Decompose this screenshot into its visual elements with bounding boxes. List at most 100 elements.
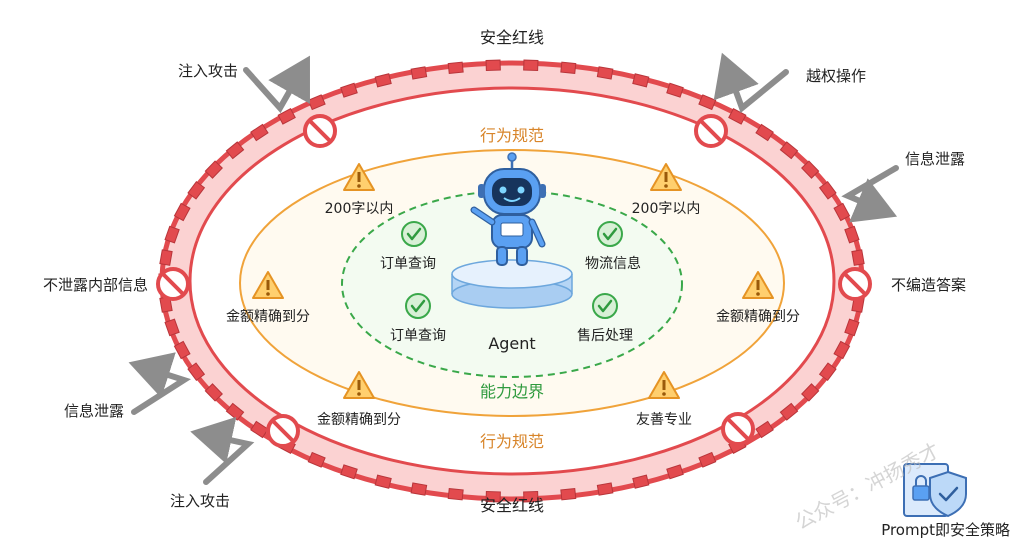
bounce-arrow-icon bbox=[243, 55, 310, 114]
wall-crenel bbox=[851, 249, 865, 266]
wall-crenel bbox=[801, 383, 820, 402]
wall-crenel bbox=[560, 61, 577, 75]
capability-label: 能力边界 bbox=[480, 382, 544, 401]
behavior-rule: 金额精确到分 bbox=[716, 309, 800, 325]
wall-crenel bbox=[410, 482, 428, 496]
wall-crenel bbox=[374, 474, 392, 489]
wall-crenel bbox=[698, 451, 717, 468]
bounce-arrow-icon bbox=[841, 165, 899, 223]
wall-crenel bbox=[340, 82, 358, 98]
check-icon bbox=[401, 221, 427, 247]
wall-crenel bbox=[447, 487, 464, 501]
wall-crenel bbox=[340, 464, 358, 480]
bounce-arrow-icon bbox=[128, 352, 192, 415]
footer-caption: Prompt即安全策略 bbox=[881, 521, 1010, 539]
attack-label: 信息泄露 bbox=[64, 402, 124, 420]
wall-crenel bbox=[523, 59, 539, 72]
wall-crenel bbox=[844, 225, 860, 244]
wall-crenel bbox=[187, 362, 206, 382]
wall-crenel bbox=[844, 318, 860, 337]
wall-crenel bbox=[755, 123, 774, 142]
wall-crenel bbox=[818, 362, 837, 382]
wall-crenel bbox=[779, 141, 799, 160]
wall-crenel bbox=[173, 202, 191, 222]
wall-crenel bbox=[728, 108, 747, 125]
capability-skill: 售后处理 bbox=[577, 328, 633, 344]
capability-skill: 物流信息 bbox=[585, 255, 641, 272]
wall-crenel bbox=[485, 59, 501, 72]
attack-label: 注入攻击 bbox=[178, 62, 238, 80]
wall-crenel bbox=[250, 420, 269, 439]
wall-crenel bbox=[204, 160, 223, 179]
check-icon bbox=[597, 221, 623, 247]
warning-icon bbox=[648, 371, 680, 399]
wall-crenel bbox=[173, 340, 191, 360]
wall-crenel bbox=[277, 108, 296, 125]
wall-crenel bbox=[204, 383, 223, 402]
wall-crenel bbox=[560, 487, 577, 501]
wall-crenel bbox=[779, 402, 799, 421]
prohibited-icon bbox=[721, 412, 755, 446]
right-boundary-label: 不编造答案 bbox=[891, 276, 966, 294]
robot-agent-icon bbox=[470, 152, 546, 266]
document-shield-icon bbox=[903, 463, 967, 518]
wall-crenel bbox=[596, 66, 614, 80]
warning-icon bbox=[343, 371, 375, 399]
behavior-rule: 友善专业 bbox=[636, 412, 692, 428]
wall-crenellations bbox=[158, 59, 866, 503]
wall-crenel bbox=[485, 490, 501, 503]
agent-label: Agent bbox=[488, 334, 535, 353]
wall-crenel bbox=[801, 160, 820, 179]
wall-crenel bbox=[666, 82, 684, 98]
wall-crenel bbox=[632, 73, 650, 88]
behavior-rule: 200字以内 bbox=[632, 201, 701, 217]
behavior-ring-label-top: 行为规范 bbox=[480, 126, 544, 145]
capability-skill: 订单查询 bbox=[390, 328, 446, 344]
behavior-rule: 200字以内 bbox=[325, 201, 394, 217]
prohibited-icon bbox=[694, 114, 728, 148]
wall-crenel bbox=[447, 61, 464, 75]
wall-crenel bbox=[755, 420, 774, 439]
wall-crenel bbox=[374, 73, 392, 88]
wall-crenel bbox=[666, 464, 684, 480]
wall-crenel bbox=[632, 474, 650, 489]
prohibited-icon bbox=[838, 267, 872, 301]
wall-crenel bbox=[410, 66, 428, 80]
prohibited-icon bbox=[303, 114, 337, 148]
outer-ring-label-bottom: 安全红线 bbox=[480, 496, 544, 515]
wall-crenel bbox=[307, 451, 326, 468]
warning-icon bbox=[343, 163, 375, 191]
outer-ring-label-top: 安全红线 bbox=[480, 28, 544, 47]
wall-crenel bbox=[833, 340, 851, 360]
wall-crenel bbox=[523, 490, 539, 503]
attack-label: 注入攻击 bbox=[170, 492, 230, 510]
wall-crenel bbox=[225, 402, 245, 421]
behavior-rule: 金额精确到分 bbox=[317, 412, 401, 428]
prohibited-icon bbox=[266, 414, 300, 448]
warning-icon bbox=[742, 271, 774, 299]
prohibited-icon bbox=[156, 267, 190, 301]
wall-crenel bbox=[833, 202, 851, 222]
wall-crenel bbox=[596, 482, 614, 496]
bounce-arrow-icon bbox=[713, 52, 789, 114]
wall-crenel bbox=[250, 123, 269, 142]
left-boundary-label: 不泄露内部信息 bbox=[43, 276, 148, 294]
wall-crenel bbox=[818, 180, 837, 200]
bounce-arrow-icon bbox=[190, 416, 255, 485]
agent-pedestal bbox=[451, 259, 573, 309]
warning-icon bbox=[650, 163, 682, 191]
wall-crenel bbox=[164, 225, 180, 244]
wall-crenel bbox=[159, 249, 173, 266]
wall-crenel bbox=[164, 318, 180, 337]
wall-crenel bbox=[225, 141, 245, 160]
wall-crenel bbox=[187, 180, 206, 200]
wall-crenel bbox=[698, 94, 717, 111]
capability-skill: 订单查询 bbox=[380, 256, 436, 272]
wall-crenel bbox=[307, 94, 326, 111]
behavior-rule: 金额精确到分 bbox=[226, 309, 310, 325]
behavior-ring-label-bottom: 行为规范 bbox=[480, 432, 544, 451]
attack-label: 越权操作 bbox=[806, 67, 866, 85]
check-icon bbox=[592, 293, 618, 319]
